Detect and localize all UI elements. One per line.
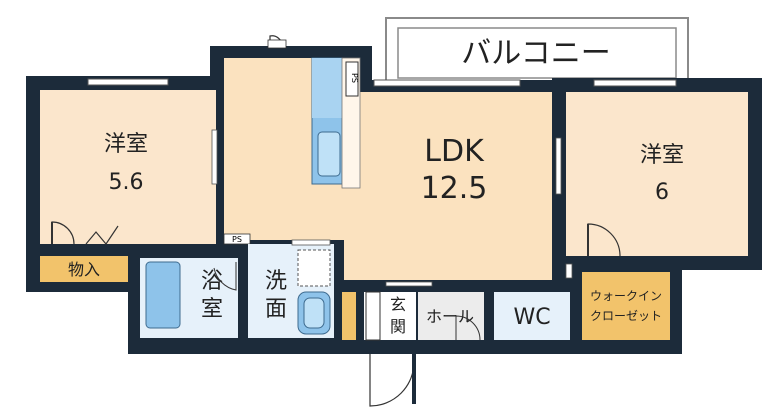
hall: ホール (418, 292, 484, 341)
western-room-right-name: 洋室 (640, 143, 684, 168)
storage: 物入 (40, 256, 128, 282)
washroom-line2: 面 (265, 297, 287, 322)
walk-in-closet: ウォークイン クローゼット (565, 263, 670, 340)
ldk-name: LDK (424, 134, 485, 169)
walk-in-closet-line1: ウォークイン (590, 289, 662, 303)
balcony: バルコニー (385, 17, 689, 85)
balcony-label: バルコニー (461, 36, 610, 71)
entrance: 玄 関 (342, 291, 416, 407)
washroom: 洗 面 (248, 239, 334, 338)
bathroom-line2: 室 (201, 297, 223, 322)
entrance-line2: 関 (390, 317, 406, 336)
western-room-right: 洋室 6 (566, 79, 748, 257)
ldk-size: 12.5 (421, 171, 488, 206)
ps-top-marker: PS (350, 73, 359, 83)
storage-label: 物入 (68, 260, 100, 279)
wc-label: WC (513, 305, 550, 330)
hall-label: ホール (426, 307, 474, 326)
washroom-line1: 洗 (265, 269, 287, 294)
bathroom-line1: 浴 (201, 269, 223, 294)
wc: WC (494, 292, 570, 340)
western-room-right-size: 6 (655, 180, 669, 205)
ldk: PS LDK 12.5 PS (223, 35, 562, 287)
walk-in-closet-line2: クローゼット (590, 309, 662, 323)
western-room-left-size: 5.6 (109, 170, 144, 195)
ps-mid-marker: PS (232, 235, 242, 244)
bathroom: 浴 室 (140, 258, 238, 338)
western-room-left: 洋室 5.6 (40, 78, 218, 246)
entrance-line1: 玄 (390, 295, 406, 314)
western-room-left-name: 洋室 (104, 132, 148, 157)
